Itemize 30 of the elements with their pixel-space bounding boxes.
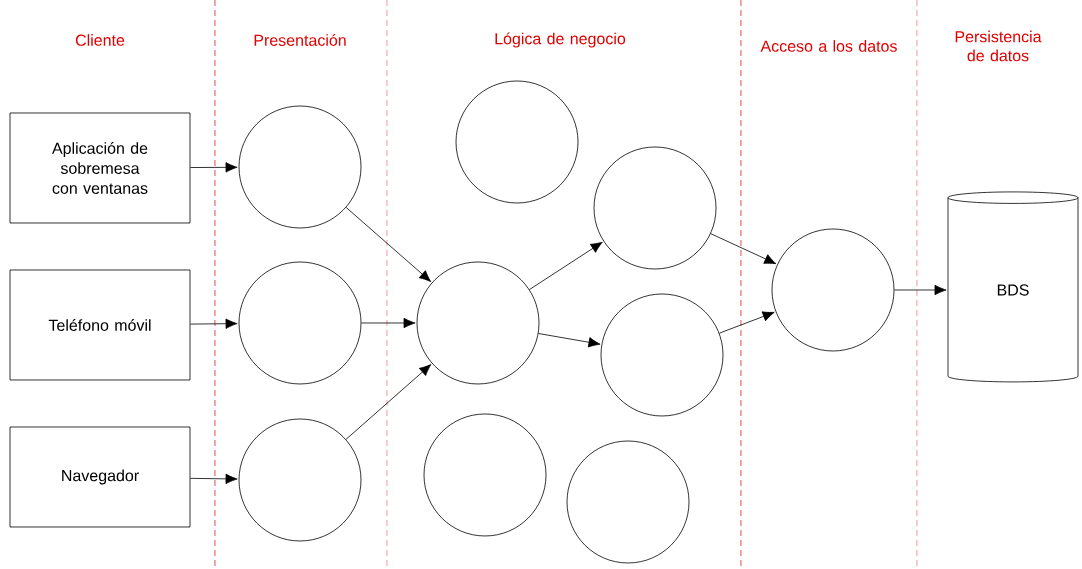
arrow	[710, 233, 777, 265]
arrow	[719, 311, 775, 334]
circle	[600, 293, 724, 417]
circle	[455, 80, 579, 204]
arrow	[190, 318, 238, 329]
circle	[416, 261, 540, 385]
arrow	[894, 284, 947, 296]
circle	[238, 105, 362, 229]
circle	[771, 228, 895, 352]
arrow	[190, 162, 238, 173]
column-heading: Persistencia de datos	[955, 30, 1042, 62]
column-heading: Presentación	[254, 34, 346, 46]
circle	[593, 146, 717, 270]
client-box: Navegador	[9, 426, 191, 528]
arrow	[345, 207, 432, 282]
arrow	[361, 317, 416, 329]
circle	[566, 440, 690, 564]
arrow	[529, 241, 603, 290]
column-heading: Lógica de negocio	[495, 32, 626, 48]
arrow	[538, 333, 601, 348]
column-heading: Acceso a los datos	[760, 40, 897, 52]
arrow	[345, 364, 432, 440]
circle	[423, 413, 547, 537]
database-cylinder: BDS	[947, 191, 1079, 383]
circle	[238, 261, 362, 385]
circle	[238, 418, 362, 542]
client-box: Aplicación de sobremesa con ventanas	[9, 112, 191, 224]
client-box: Teléfono móvil	[9, 269, 191, 381]
column-heading: Cliente	[75, 34, 125, 46]
arrow	[190, 473, 238, 485]
